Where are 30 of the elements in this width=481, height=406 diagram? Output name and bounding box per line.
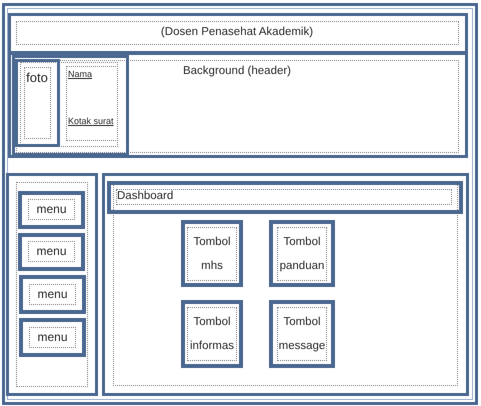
title-bar — [8, 13, 468, 54]
name-label: Nama — [68, 69, 92, 80]
menu-box — [18, 233, 85, 271]
button-tile — [269, 300, 335, 368]
title-text: (Dosen Penasehat Akademik) — [160, 26, 314, 40]
info-box — [66, 66, 118, 141]
mailbox-label: Kotak surat — [68, 116, 114, 126]
profile-panel — [12, 55, 129, 156]
header-text: Background (header) — [182, 65, 292, 78]
button-label: Tombol panduan — [277, 227, 327, 281]
page-frame — [2, 3, 478, 405]
button-label: Tombol mhs — [187, 227, 237, 281]
menu-label: menu — [28, 199, 75, 220]
photo-box — [15, 59, 60, 147]
header-panel — [8, 52, 468, 158]
menu-box — [19, 318, 86, 357]
sidebar-panel — [6, 173, 98, 396]
button-label: Tombol informas — [187, 307, 237, 361]
menu-box — [18, 191, 85, 229]
button-tile — [181, 220, 243, 287]
dashboard-text: Dashboard — [117, 190, 174, 204]
menu-label: menu — [29, 284, 76, 305]
menu-box — [19, 275, 86, 314]
button-label: Tombol message — [277, 307, 327, 361]
button-tile — [181, 300, 243, 368]
photo-label: foto — [26, 71, 48, 86]
menu-label: menu — [29, 327, 76, 348]
menu-label: menu — [28, 241, 75, 262]
button-tile — [269, 220, 335, 287]
dashboard-bar — [107, 181, 463, 214]
